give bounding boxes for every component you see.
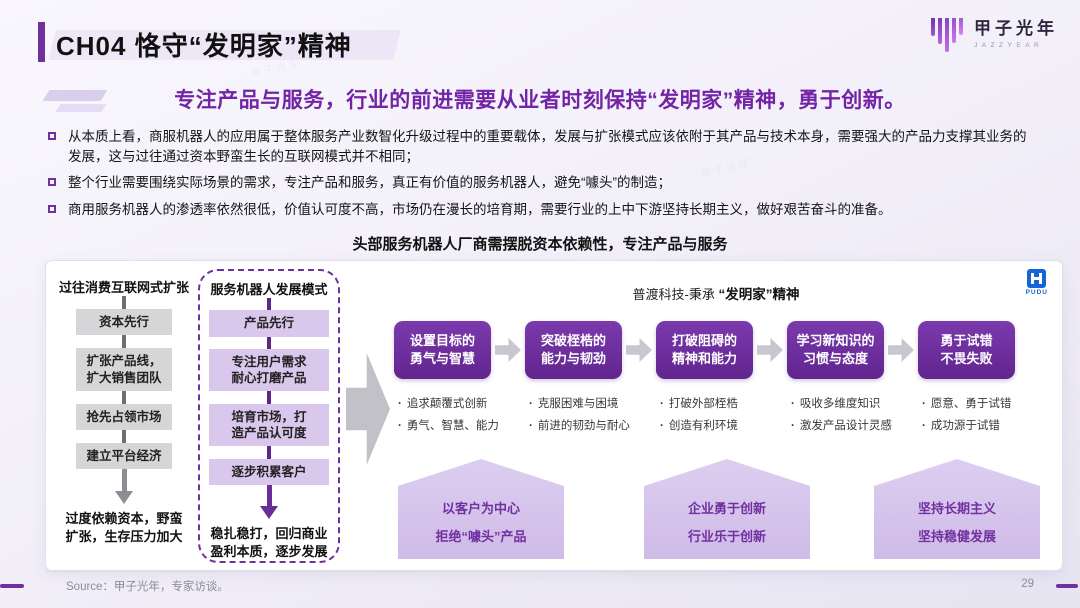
stage-box: 打破阻碍的 精神和能力 [656, 321, 753, 379]
footer-divider [45, 571, 1063, 572]
square-bullet-icon [48, 178, 56, 187]
column-internet-expansion: 过往消费互联网式扩张 资本先行 扩张产品线， 扩大销售团队 抢先占领市场 建立平… [59, 277, 190, 547]
page-title: CH04 恪守“发明家”精神 [56, 31, 352, 61]
flow-header: 普渡科技-秉承 “发明家”精神 [396, 283, 1036, 303]
right-arrow-icon [346, 353, 390, 465]
stage: 突破桎梏的 能力与韧劲 克服困难与困境 前进的韧劲与耐心 [525, 321, 630, 438]
stage-point: 勇气、智慧、能力 [398, 416, 499, 438]
connector-line [267, 391, 271, 404]
column-result-text: 过度依赖资本，野蛮 扩张，生存压力加大 [65, 511, 183, 545]
step-box: 建立平台经济 [76, 443, 172, 470]
stage: 勇于试错 不畏失败 愿意、勇于试错 成功源于试错 [918, 321, 1015, 438]
diagram-title: 头部服务机器人厂商需摆脱资本依赖性，专注产品与服务 [352, 236, 728, 253]
key-message-banner: 专注产品与服务，行业的前进需要从业者时刻保持“发明家”精神，勇于创新。 [0, 84, 1080, 114]
list-item: 整个行业需要围绕实际场景的需求，专注产品和服务，真正有价值的服务机器人，避免“噱… [48, 173, 1038, 193]
connector-line [122, 296, 126, 309]
jazzyear-logo-text: 甲子光年 [974, 19, 1058, 38]
banner-deco-stripe [55, 104, 107, 112]
connector-line [267, 446, 271, 459]
pentagon-text: 以客户为中心 [441, 501, 520, 516]
stage-point: 吸收多维度知识 [791, 394, 884, 416]
stage-point: 追求颠覆式创新 [398, 394, 491, 416]
flow-header-bold: “发明家”精神 [718, 287, 800, 302]
pentagon-callout: 企业勇于创新 行业乐于创新 [644, 459, 810, 559]
stage-point: 成功源于试错 [922, 416, 1015, 438]
jazzyear-logo-subtext: JAZZYEAR [974, 42, 1044, 49]
column-header: 过往消费互联网式扩张 [59, 280, 190, 295]
pentagon-text: 拒绝“噱头”产品 [435, 529, 527, 544]
square-bullet-icon [48, 132, 56, 140]
pudu-logo-icon [1027, 269, 1047, 288]
footer-accent-dash [1056, 584, 1078, 588]
stage: 学习新知识的 习惯与态度 吸收多维度知识 激发产品设计灵感 [787, 321, 892, 438]
pentagon-text: 企业勇于创新 [687, 501, 766, 516]
column-robot-model: 服务机器人发展模式 产品先行 专注用户需求 耐心打磨产品 培育市场，打 造产品认… [198, 269, 340, 563]
stage-flow: 设置目标的 勇气与智慧 追求颠覆式创新 勇气、智慧、能力 突破桎梏的 能力与韧劲… [394, 321, 1015, 438]
list-item: 商用服务机器人的渗透率依然很低，价值认可度不高，市场仍在漫长的培育期，需要行业的… [48, 200, 1038, 220]
column-result-text: 稳扎稳打，回归商业 盈利本质，逐步发展 [210, 525, 328, 559]
stage: 设置目标的 勇气与智慧 追求颠覆式创新 勇气、智慧、能力 [394, 321, 499, 438]
diagram-card: 过往消费互联网式扩张 资本先行 扩张产品线， 扩大销售团队 抢先占领市场 建立平… [45, 260, 1063, 571]
down-arrow-icon [266, 484, 272, 506]
pentagon-text: 坚持稳健发展 [917, 529, 996, 544]
pentagon-text: 行业乐于创新 [687, 529, 766, 544]
list-item: 从本质上看，商服机器人的应用属于整体服务产业数智化升级过程中的重要载体，发展与扩… [48, 127, 1038, 166]
flow-header-normal: 普渡科技-秉承 [632, 287, 719, 302]
bullet-list: 从本质上看，商服机器人的应用属于整体服务产业数智化升级过程中的重要载体，发展与扩… [48, 127, 1038, 226]
bullet-text: 整个行业需要围绕实际场景的需求，专注产品和服务，真正有价值的服务机器人，避免“噱… [68, 175, 671, 191]
stage-point: 创造有利环境 [660, 416, 753, 438]
pentagon-text: 坚持长期主义 [917, 501, 996, 516]
stage-point: 激发产品设计灵感 [791, 416, 892, 438]
step-box: 抢先占领市场 [76, 403, 172, 430]
stage-point: 克服困难与困境 [529, 394, 622, 416]
footer-accent-dash [0, 584, 24, 588]
pentagon-callout: 坚持长期主义 坚持稳健发展 [874, 459, 1040, 559]
step-box: 逐步积累客户 [209, 458, 329, 485]
stage-point: 打破外部桎梏 [660, 394, 753, 416]
right-arrow-icon [495, 338, 521, 362]
connector-line [122, 390, 126, 404]
stage-point: 前进的韧劲与耐心 [529, 416, 630, 438]
right-arrow-icon [888, 338, 914, 362]
stage-box: 学习新知识的 习惯与态度 [787, 321, 884, 379]
square-bullet-icon [48, 204, 56, 213]
connector-line [122, 430, 126, 443]
right-arrow-icon [626, 338, 652, 362]
step-box: 培育市场，打 造产品认可度 [209, 403, 329, 447]
stage: 打破阻碍的 精神和能力 打破外部桎梏 创造有利环境 [656, 321, 753, 438]
step-box: 专注用户需求 耐心打磨产品 [209, 348, 329, 392]
down-arrow-icon [121, 469, 127, 492]
stage-box: 设置目标的 勇气与智慧 [394, 321, 491, 379]
right-arrow-icon [757, 338, 783, 362]
down-arrow-icon [260, 505, 278, 519]
bullet-text: 商用服务机器人的渗透率依然很低，价值认可度不高，市场仍在漫长的培育期，需要行业的… [68, 201, 892, 217]
step-box: 扩张产品线， 扩大销售团队 [76, 348, 172, 391]
banner-deco-stripe [42, 90, 108, 101]
jazzyear-bars-icon [931, 18, 963, 52]
pudu-logo-label: PUDU [1025, 289, 1048, 296]
pentagon-callout: 以客户为中心 拒绝“噱头”产品 [398, 459, 564, 559]
column-header: 服务机器人发展模式 [210, 282, 328, 297]
pudu-logo: PUDU [1026, 269, 1048, 296]
bullet-text: 从本质上看，商服机器人的应用属于整体服务产业数智化升级过程中的重要载体，发展与扩… [68, 129, 1027, 164]
key-message-text: 专注产品与服务，行业的前进需要从业者时刻保持“发明家”精神，勇于创新。 [174, 89, 906, 112]
stage-box: 突破桎梏的 能力与韧劲 [525, 321, 622, 379]
source-note: Source：甲子光年，专家访谈。 [66, 581, 229, 593]
step-box: 产品先行 [209, 310, 329, 337]
down-arrow-icon [115, 491, 133, 505]
page-number: 29 [1021, 578, 1034, 590]
title-accent-bar [38, 22, 45, 62]
connector-line [122, 335, 126, 349]
stage-box: 勇于试错 不畏失败 [918, 321, 1015, 379]
connector-line [267, 298, 271, 311]
stage-point: 愿意、勇于试错 [922, 394, 1015, 416]
connector-line [267, 336, 271, 349]
jazzyear-logo: 甲子光年 JAZZYEAR [931, 14, 1058, 52]
step-box: 资本先行 [76, 309, 172, 336]
